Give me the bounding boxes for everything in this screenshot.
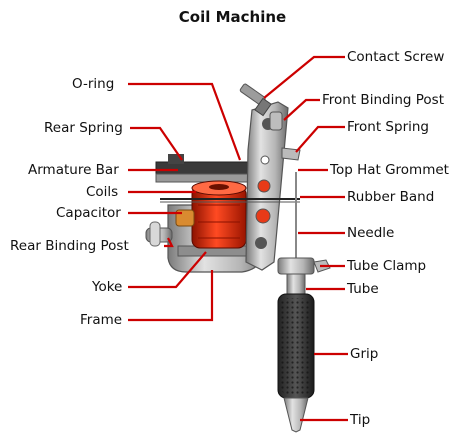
leader-lines: [128, 55, 348, 422]
label-contact-screw: Contact Screw: [347, 49, 445, 65]
label-frame: Frame: [80, 312, 123, 328]
label-armature-bar: Armature Bar: [28, 162, 119, 178]
label-rear-binding-post: Rear Binding Post: [10, 238, 129, 254]
label-rubber-band: Rubber Band: [347, 189, 435, 205]
leader-rear-spring: [130, 126, 183, 161]
label-needle: Needle: [347, 225, 395, 241]
diagram-title: Coil Machine: [178, 8, 287, 26]
tube-shape: [286, 273, 306, 297]
leader-front-spring: [295, 125, 345, 153]
grip-shape: [277, 293, 315, 399]
label-grip: Grip: [350, 346, 379, 362]
leader-o-ring: [128, 82, 242, 161]
label-tube: Tube: [347, 281, 379, 297]
tip-shape: [283, 397, 309, 433]
label-coils: Coils: [86, 184, 119, 200]
leader-contact-screw: [263, 55, 345, 99]
label-tip: Tip: [350, 412, 371, 428]
label-o-ring: O-ring: [72, 76, 115, 92]
label-rear-spring: Rear Spring: [44, 120, 123, 136]
label-top-hat-grommet: Top Hat Grommet: [330, 162, 449, 178]
label-front-binding-post: Front Binding Post: [322, 92, 444, 108]
leader-front-binding-post: [283, 98, 320, 121]
contact-screw-shape: [239, 83, 272, 117]
leader-frame: [128, 270, 214, 322]
label-capacitor: Capacitor: [56, 205, 121, 221]
label-front-spring: Front Spring: [347, 119, 430, 135]
label-tube-clamp: Tube Clamp: [347, 258, 427, 274]
leader-rear-binding-post: [164, 237, 174, 248]
leader-yoke: [128, 251, 207, 289]
label-yoke: Yoke: [92, 279, 123, 295]
coils-shape: [191, 180, 247, 249]
